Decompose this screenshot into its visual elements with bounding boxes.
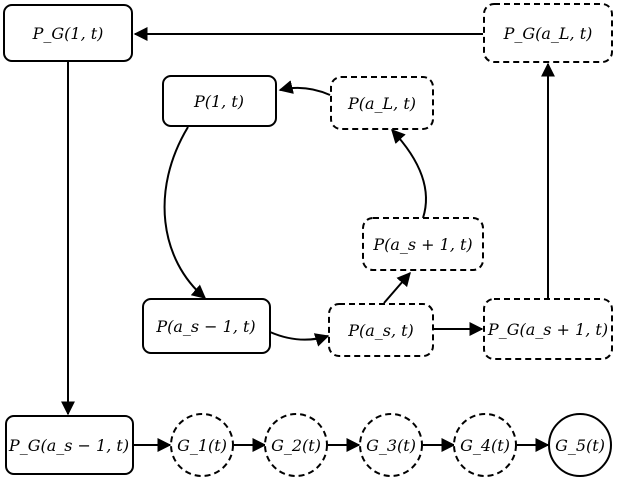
node-pg-aL-t: P_G(a_L, t) bbox=[483, 3, 613, 63]
node-g4: G_4(t) bbox=[453, 413, 517, 477]
node-g3: G_3(t) bbox=[359, 413, 423, 477]
node-p-aL-t: P(a_L, t) bbox=[330, 76, 434, 130]
node-label: P_G(a_s + 1, t) bbox=[487, 320, 608, 339]
edge-pasp1-to-paL bbox=[391, 128, 427, 219]
node-g2: G_2(t) bbox=[264, 413, 328, 477]
edge-paL-to-p1 bbox=[278, 80, 331, 96]
node-label: P_G(a_L, t) bbox=[503, 24, 593, 43]
edge-pasm1-to-pas bbox=[269, 331, 330, 347]
node-pg-as-minus1-t: P_G(a_s − 1, t) bbox=[5, 415, 134, 475]
node-label: P_G(a_s − 1, t) bbox=[8, 436, 129, 455]
node-p-as-t: P(a_s, t) bbox=[328, 303, 434, 357]
node-label: G_5(t) bbox=[555, 436, 605, 455]
node-p-as-minus1-t: P(a_s − 1, t) bbox=[142, 298, 271, 354]
node-pg-1-t: P_G(1, t) bbox=[3, 4, 133, 62]
node-p-as-plus1-t: P(a_s + 1, t) bbox=[362, 217, 484, 271]
node-label: G_1(t) bbox=[177, 436, 227, 455]
node-label: G_4(t) bbox=[460, 436, 510, 455]
node-label: G_3(t) bbox=[366, 436, 416, 455]
edge-p1-to-pasm1 bbox=[163, 126, 207, 299]
node-label: P_G(1, t) bbox=[32, 24, 104, 43]
node-pg-as-plus1-t: P_G(a_s + 1, t) bbox=[483, 298, 613, 360]
node-label: P(1, t) bbox=[193, 92, 244, 111]
node-label: G_2(t) bbox=[271, 436, 321, 455]
node-label: P(a_L, t) bbox=[347, 94, 416, 113]
node-label: P(a_s + 1, t) bbox=[372, 235, 472, 254]
node-g1: G_1(t) bbox=[170, 413, 234, 477]
edges bbox=[61, 27, 555, 452]
node-label: P(a_s − 1, t) bbox=[155, 317, 255, 336]
node-g5: G_5(t) bbox=[548, 413, 612, 477]
edge-pas-to-pasp1 bbox=[383, 271, 411, 304]
node-label: P(a_s, t) bbox=[347, 321, 414, 340]
node-p-1-t: P(1, t) bbox=[162, 75, 277, 127]
